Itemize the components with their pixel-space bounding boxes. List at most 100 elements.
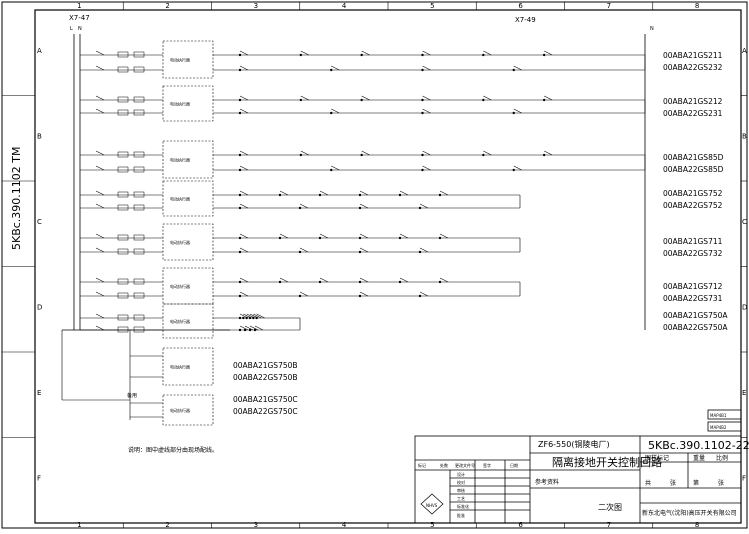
col-label-bottom: 5 xyxy=(430,521,434,529)
row-label-3: 00ABA21GS212 xyxy=(663,97,723,106)
lower-label-1: 00ABA21GS750B xyxy=(233,361,298,370)
aux-contact xyxy=(361,50,370,56)
aux-contact xyxy=(279,190,289,196)
fuse-symbol xyxy=(117,166,129,173)
aux-contact xyxy=(256,313,265,319)
fuse-symbol xyxy=(133,109,145,116)
switch-contact xyxy=(95,233,105,239)
right-tag-1: MAP4B1 xyxy=(710,413,727,418)
bus-right-mark: N xyxy=(650,26,654,32)
refer-label: 参考资料 xyxy=(535,478,559,486)
wire-node xyxy=(398,236,402,240)
fuse-symbol xyxy=(133,278,145,285)
tb-row-label-2: 处数 xyxy=(440,462,448,468)
actuator-module xyxy=(162,85,214,122)
wire-node xyxy=(238,206,242,210)
aux-contact xyxy=(239,233,249,239)
aux-contact xyxy=(483,95,492,101)
row-label-6: 00ABA22GS85D xyxy=(663,165,724,174)
fuse-symbol xyxy=(117,96,129,103)
wire-node xyxy=(418,250,422,254)
lower-label-3: 00ABA21GS750C xyxy=(233,395,298,404)
row-label-11: 00ABA21GS712 xyxy=(663,282,723,291)
fuse-symbol xyxy=(117,326,129,333)
aux-contact xyxy=(253,313,262,319)
fuse-symbol xyxy=(133,151,145,158)
switch-contact xyxy=(95,247,105,253)
row-label-right: F xyxy=(742,474,746,482)
wire-node xyxy=(330,168,333,172)
wire-node xyxy=(438,236,442,240)
actuator-module xyxy=(162,180,214,217)
aux-contact xyxy=(359,203,369,209)
switch-contact xyxy=(95,50,105,56)
fuse-symbol xyxy=(133,234,145,241)
wire-node xyxy=(358,236,362,240)
wire-node xyxy=(318,236,322,240)
switch-contact xyxy=(95,190,105,196)
switch-contact xyxy=(95,65,105,71)
aux-contact xyxy=(244,325,254,331)
role-2: 校对 xyxy=(457,479,465,485)
fuse-symbol xyxy=(133,51,145,58)
meta-3: 比例 xyxy=(716,454,728,462)
aux-contact xyxy=(319,190,329,196)
drawing-note: 说明：图中虚线部分由现场配线。 xyxy=(128,446,218,454)
row-label-5: 00ABA21GS85D xyxy=(663,153,724,162)
company-name: 新东北电气(沈阳)高压开关有限公司 xyxy=(642,509,737,517)
fuse-symbol xyxy=(117,191,129,198)
tb-row-label-5: 日期 xyxy=(510,462,518,468)
aux-contact xyxy=(483,150,492,156)
col-label-bottom: 6 xyxy=(518,521,523,529)
wire-node xyxy=(421,153,424,157)
wire-node xyxy=(278,236,282,240)
fuse-symbol xyxy=(117,151,129,158)
wire-node xyxy=(238,250,242,254)
tb-row-label-1: 标记 xyxy=(418,462,426,468)
bus-n-mark: N xyxy=(78,26,82,32)
switch-contact xyxy=(95,165,105,171)
fuse-symbol xyxy=(117,66,129,73)
meta-1: 图样标记 xyxy=(645,454,669,462)
aux-contact xyxy=(399,190,409,196)
aux-contact xyxy=(359,233,369,239)
right-tag-2: MAP4B2 xyxy=(710,425,727,430)
aux-contact xyxy=(439,190,449,196)
fuse-symbol xyxy=(117,234,129,241)
wire-node xyxy=(421,168,424,172)
row-label-14: 00ABA22GS750A xyxy=(663,323,728,332)
aux-contact xyxy=(483,50,492,56)
fuse-symbol xyxy=(117,51,129,58)
wire-node xyxy=(542,53,546,57)
row-label-10: 00ABA22GS732 xyxy=(663,249,723,258)
row-label-left: F xyxy=(37,474,41,482)
fuse-symbol xyxy=(117,204,129,211)
wire-node xyxy=(421,53,424,57)
wire-node xyxy=(358,206,362,210)
wire-node xyxy=(438,193,442,197)
drawing-title: 隔离接地开关控制回路 xyxy=(552,455,662,469)
aux-contact xyxy=(422,150,431,156)
aux-contact xyxy=(361,150,370,156)
wire-node xyxy=(248,316,252,320)
wire-node xyxy=(255,316,258,320)
wire-node xyxy=(299,53,303,57)
lower-label-4: 00ABA22GS750C xyxy=(233,407,298,416)
project-name: ZF6-550(铜陵电厂) xyxy=(538,439,610,449)
aux-contact xyxy=(239,291,249,297)
col-label-bottom: 4 xyxy=(342,521,347,529)
wire-node xyxy=(512,168,515,172)
fuse-symbol xyxy=(133,292,145,299)
wire-node xyxy=(238,294,242,298)
aux-contact xyxy=(331,108,340,114)
wire-node xyxy=(330,68,333,72)
actuator-module-label: 电动执行器 xyxy=(170,283,190,289)
aux-contact xyxy=(239,203,249,209)
aux-contact xyxy=(249,325,259,331)
wire-node xyxy=(398,193,402,197)
wire-node xyxy=(238,153,242,157)
row-label-right: A xyxy=(742,47,747,55)
aux-contact xyxy=(279,233,289,239)
